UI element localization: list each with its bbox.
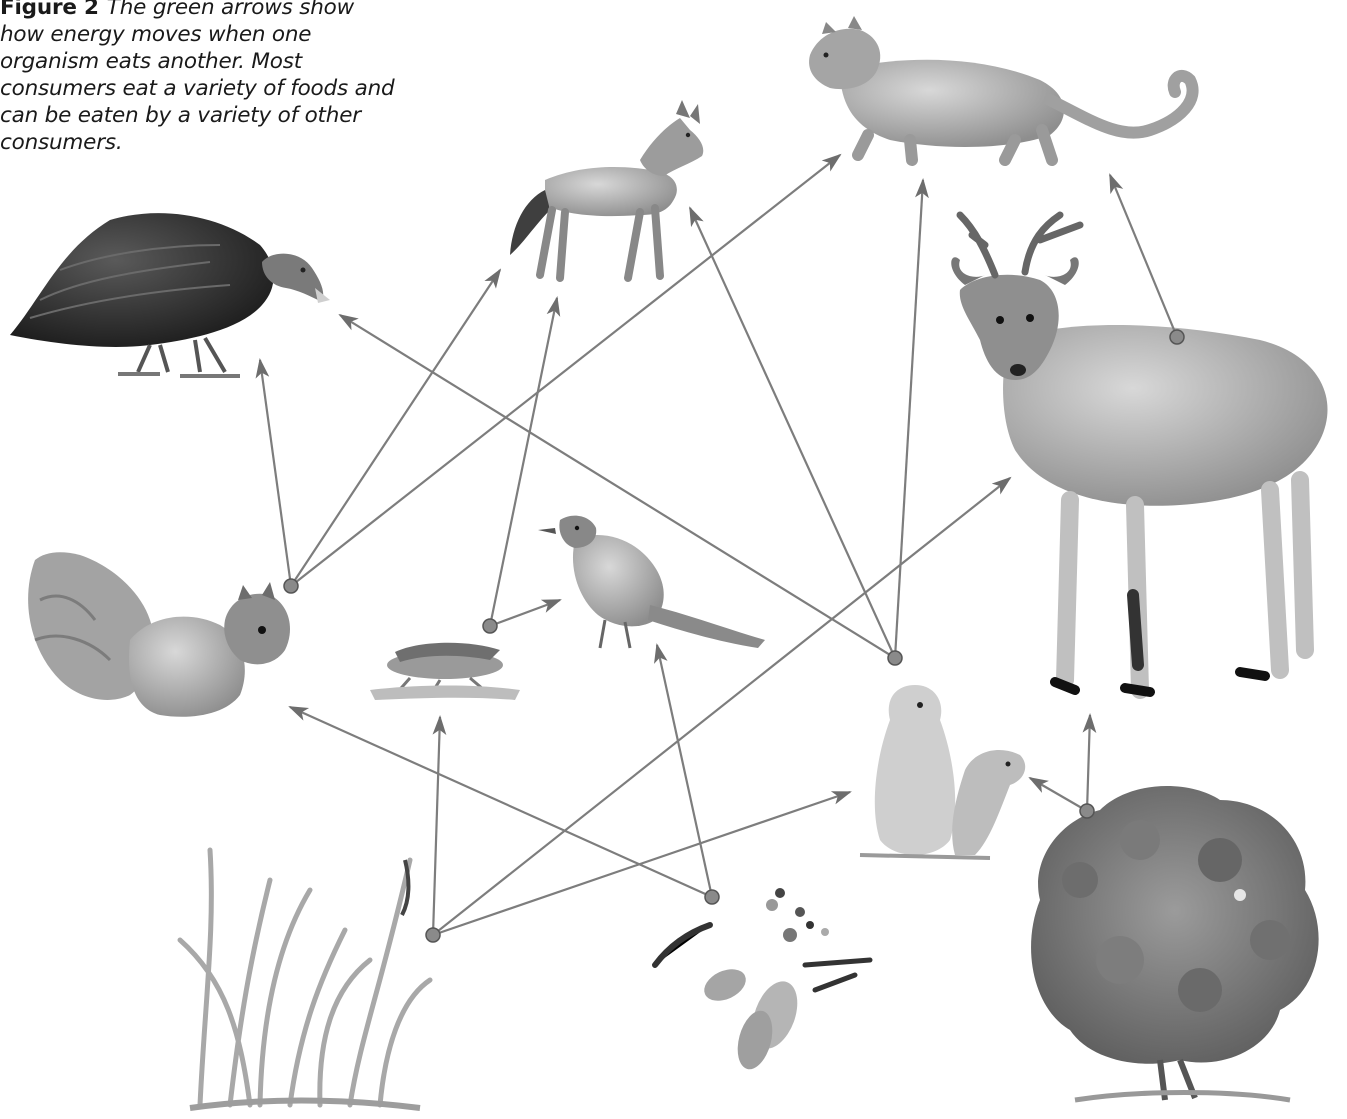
arrow-grasshopper-to-bird xyxy=(490,600,560,626)
deer-illustration xyxy=(951,215,1327,692)
energy-arrows xyxy=(260,155,1177,935)
arrow-deer-to-mountain-lion xyxy=(1110,175,1177,337)
bird-illustration xyxy=(538,516,765,648)
arrow-grasshopper-to-coyote xyxy=(490,298,557,626)
arrow-grass-to-prairie-dogs xyxy=(433,792,850,935)
squirrel-source-dot xyxy=(284,579,298,593)
squirrel-illustration xyxy=(28,552,290,717)
arrow-shrub-to-prairie-dogs xyxy=(1030,778,1087,811)
mountain-lion-illustration xyxy=(809,16,1193,160)
prairie-dogs-source-dot xyxy=(888,651,902,665)
coyote-illustration xyxy=(510,100,703,278)
seeds-illustration xyxy=(655,888,870,1073)
grasshopper-source-dot xyxy=(483,619,497,633)
arrow-shrub-to-deer xyxy=(1087,715,1090,811)
arrow-squirrel-to-vulture xyxy=(260,360,291,586)
prairie-dogs-illustration xyxy=(860,685,1025,858)
grasshopper-illustration xyxy=(370,643,520,700)
seeds-source-dot xyxy=(705,890,719,904)
arrow-seeds-to-squirrel xyxy=(290,707,712,897)
shrub-illustration xyxy=(1031,786,1319,1100)
shrub-source-dot xyxy=(1080,804,1094,818)
arrow-prairie-dogs-to-coyote xyxy=(690,208,895,658)
deer-source-dot xyxy=(1170,330,1184,344)
arrow-prairie-dogs-to-mountain-lion xyxy=(895,180,923,658)
arrow-seeds-to-bird xyxy=(657,645,712,897)
grass-source-dot xyxy=(426,928,440,942)
grass-illustration xyxy=(180,850,430,1108)
vulture-illustration xyxy=(10,213,330,376)
arrow-grass-to-grasshopper xyxy=(433,717,440,935)
arrow-squirrel-to-coyote xyxy=(291,270,500,586)
